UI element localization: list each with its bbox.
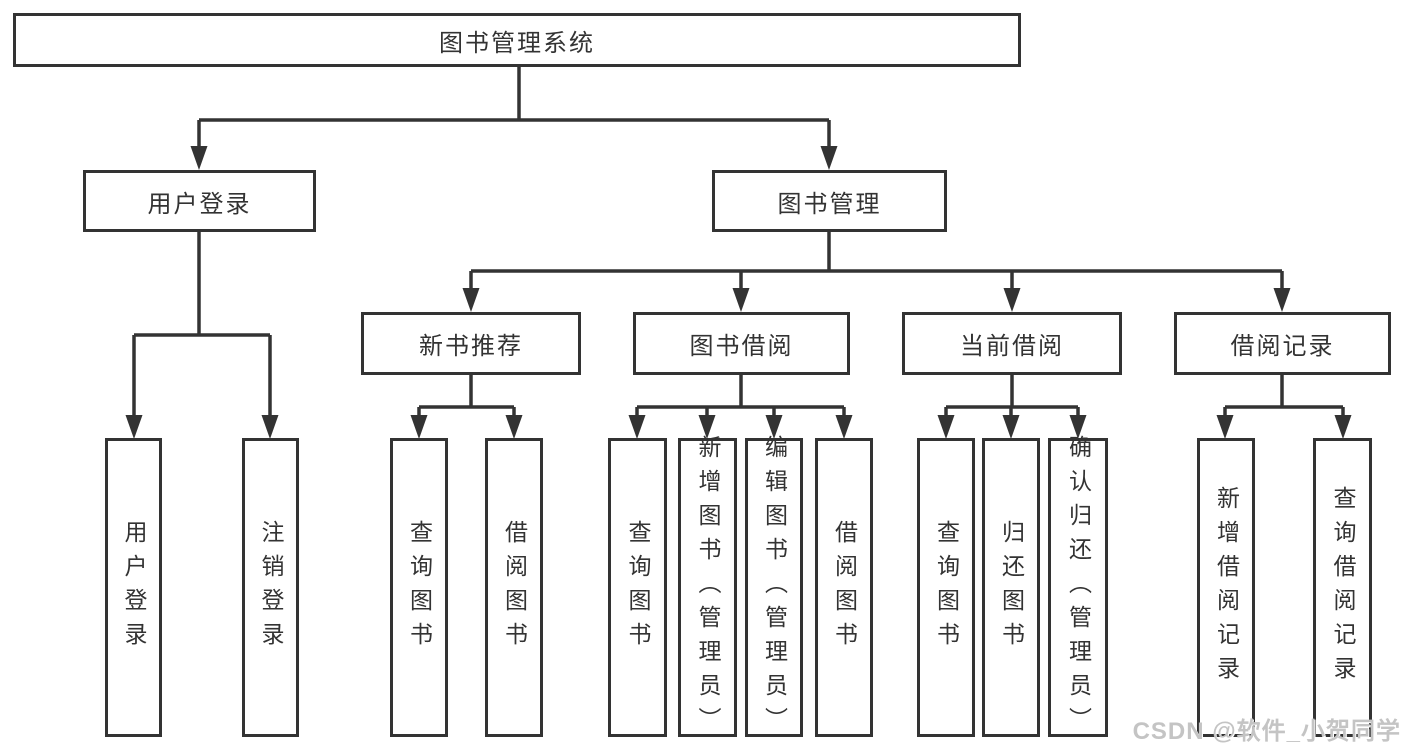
node-return-book: 归还图书 — [982, 438, 1040, 737]
node-label: 查询图书 — [625, 519, 651, 656]
node-current-borrow: 当前借阅 — [902, 312, 1122, 375]
connector-login-to-leaves — [132, 232, 272, 419]
node-label: 查询借阅记录 — [1330, 485, 1356, 690]
node-root-system: 图书管理系统 — [13, 13, 1021, 67]
arrow-down-icon — [1003, 288, 1021, 312]
arrow-down-icon — [261, 415, 279, 439]
node-add-borrow-record: 新增借阅记录 — [1197, 438, 1255, 737]
arrow-down-icon — [1273, 288, 1291, 312]
node-query-books-recommend: 查询图书 — [390, 438, 448, 737]
node-edit-book-admin: 编辑图书（管理员） — [745, 435, 803, 741]
arrow-down-icon — [1216, 415, 1234, 439]
node-label: 确认归还（管理员） — [1065, 434, 1092, 741]
connector-current-to-leaves — [944, 375, 1080, 419]
connector-root-to-level2 — [197, 67, 831, 150]
arrow-down-icon — [1334, 415, 1352, 439]
connector-recommend-to-leaves — [417, 375, 516, 419]
node-borrow-records: 借阅记录 — [1174, 312, 1391, 375]
arrow-down-icon — [190, 146, 208, 170]
node-borrow-book: 借阅图书 — [815, 438, 873, 737]
arrow-down-icon — [835, 415, 853, 439]
node-add-book-admin: 新增图书（管理员） — [678, 435, 737, 741]
arrow-down-icon — [125, 415, 143, 439]
arrow-down-icon — [698, 415, 716, 439]
node-user-login: 用户登录 — [105, 438, 162, 737]
node-label: 用户登录 — [121, 519, 147, 656]
node-label: 查询图书 — [406, 519, 433, 656]
arrow-down-icon — [410, 415, 428, 439]
node-label: 借阅图书 — [501, 519, 528, 656]
watermark: CSDN @软件_小贺同学 — [1132, 718, 1401, 745]
node-label: 新增图书（管理员） — [695, 434, 721, 741]
connector-records-to-leaves — [1223, 375, 1345, 419]
arrow-down-icon — [628, 415, 646, 439]
connector-borrow-to-leaves — [635, 375, 846, 419]
node-label: 编辑图书（管理员） — [761, 434, 788, 741]
arrow-down-icon — [505, 415, 523, 439]
node-query-books-borrow: 查询图书 — [608, 438, 667, 737]
node-user-login-branch: 用户登录 — [83, 170, 316, 232]
node-confirm-return-admin: 确认归还（管理员） — [1048, 435, 1108, 741]
arrow-down-icon — [1002, 415, 1020, 439]
node-borrow-book-recommend: 借阅图书 — [485, 438, 543, 737]
node-label: 查询图书 — [933, 519, 960, 656]
node-label: 借阅图书 — [831, 519, 858, 656]
arrow-down-icon — [1069, 415, 1087, 439]
arrow-down-icon — [937, 415, 955, 439]
node-new-book-recommend: 新书推荐 — [361, 312, 581, 375]
node-label: 新增借阅记录 — [1213, 485, 1240, 690]
arrow-down-icon — [732, 288, 750, 312]
node-logout: 注销登录 — [242, 438, 299, 737]
arrow-down-icon — [462, 288, 480, 312]
arrowheads — [125, 146, 1352, 439]
node-query-borrow-record: 查询借阅记录 — [1313, 438, 1372, 737]
node-label: 归还图书 — [998, 519, 1025, 656]
node-book-management-branch: 图书管理 — [712, 170, 947, 232]
connector-mgmt-to-level3 — [469, 232, 1284, 292]
node-query-books-current: 查询图书 — [917, 438, 975, 737]
node-book-borrow: 图书借阅 — [633, 312, 850, 375]
node-label: 注销登录 — [258, 519, 284, 656]
arrow-down-icon — [765, 415, 783, 439]
arrow-down-icon — [820, 146, 838, 170]
